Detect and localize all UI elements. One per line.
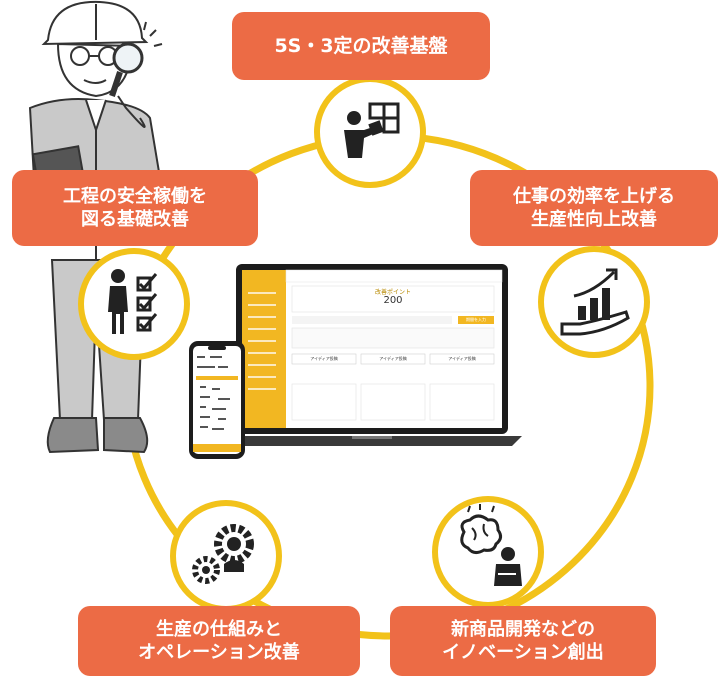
node-left [78, 248, 190, 360]
growth-chart-hand-icon [560, 268, 630, 336]
label-bottom-right-line: イノベーション創出 [442, 642, 604, 663]
puzzle-person-icon [344, 102, 400, 158]
label-bottom-left-line: オペレーション改善 [138, 642, 300, 663]
label-right-line: 仕事の効率を上げる [513, 185, 675, 207]
label-top-line: 5S・3定の改善基盤 [274, 34, 448, 57]
label-bottom-left: 生産の仕組みと オペレーション改善 [78, 606, 360, 676]
app-idea-button[interactable]: アイディア投稿 [448, 356, 476, 361]
node-top [314, 76, 426, 188]
node-right [538, 246, 650, 358]
app-idea-button[interactable]: アイディア投稿 [310, 356, 338, 361]
app-register-button[interactable]: 期間を入力 [466, 317, 486, 322]
gears-person-icon [192, 524, 254, 584]
label-left: 工程の安全稼働を 図る基礎改善 [12, 170, 258, 246]
label-left-line: 図る基礎改善 [81, 209, 189, 230]
label-right-line: 生産性向上改善 [531, 209, 657, 230]
app-idea-button[interactable]: アイディア投稿 [379, 356, 407, 361]
node-bottom-right [432, 496, 544, 608]
phone-mockup [189, 341, 245, 459]
brain-thinking-person-icon [460, 504, 522, 586]
laptop-mockup: 改善ポイント 200 期間を入力 アイディア投稿 アイディア投稿 アイディア投稿 [222, 262, 522, 462]
app-points-title: 改善ポイント [374, 289, 411, 296]
person-checklist-icon [108, 269, 158, 334]
node-bottom-left [170, 500, 282, 612]
label-bottom-right-line: 新商品開発などの [451, 618, 595, 640]
label-top: 5S・3定の改善基盤 [232, 12, 490, 80]
label-right: 仕事の効率を上げる 生産性向上改善 [470, 170, 718, 246]
app-points-value: 200 [383, 295, 403, 306]
label-bottom-right: 新商品開発などの イノベーション創出 [390, 606, 656, 676]
label-bottom-left-line: 生産の仕組みと [156, 618, 282, 640]
label-left-line: 工程の安全稼働を [63, 185, 207, 207]
laptop-frame [222, 264, 522, 446]
